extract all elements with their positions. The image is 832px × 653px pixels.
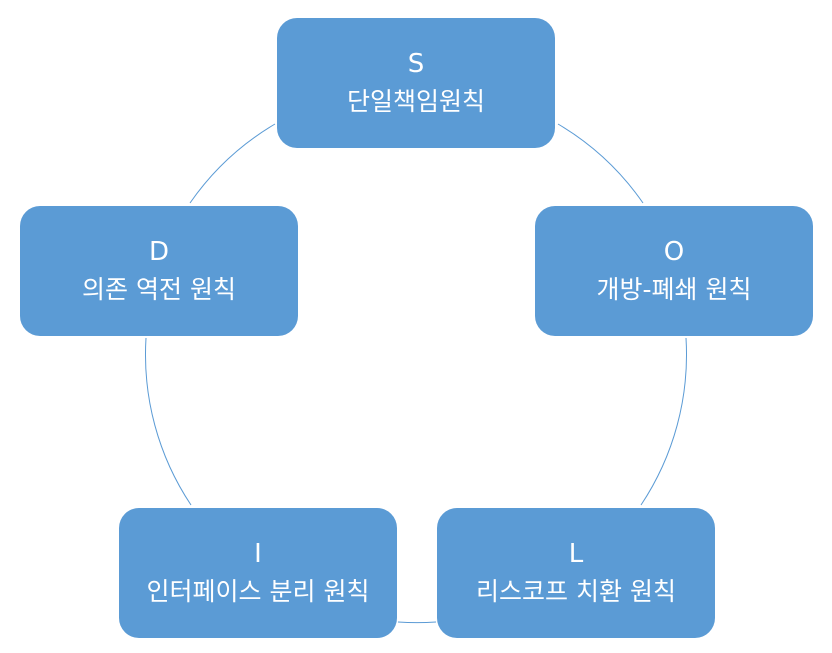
node-label: 리스코프 치환 원칙 [476,577,676,606]
ring-arc-i-d [145,337,192,506]
ring-arc-d-s [189,123,276,204]
node-label: 단일책임원칙 [346,87,485,116]
node-open-closed: O 개방-폐쇄 원칙 [535,206,813,336]
node-label: 의존 역전 원칙 [82,275,236,304]
node-letter: O [663,237,685,267]
ring-arc-l-i [397,621,437,624]
node-single-responsibility: S 단일책임원칙 [277,18,555,148]
node-letter: S [407,49,425,79]
node-label: 개방-폐쇄 원칙 [596,275,752,304]
node-letter: D [148,237,170,267]
node-label: 인터페이스 분리 원칙 [146,577,370,606]
node-liskov-substitution: L 리스코프 치환 원칙 [437,508,715,638]
ring-arc-o-l [640,337,687,506]
node-letter: I [254,539,262,569]
node-interface-segregation: I 인터페이스 분리 원칙 [119,508,397,638]
node-dependency-inversion: D 의존 역전 원칙 [20,206,298,336]
ring-arc-s-o [557,123,644,204]
node-letter: L [568,539,584,569]
